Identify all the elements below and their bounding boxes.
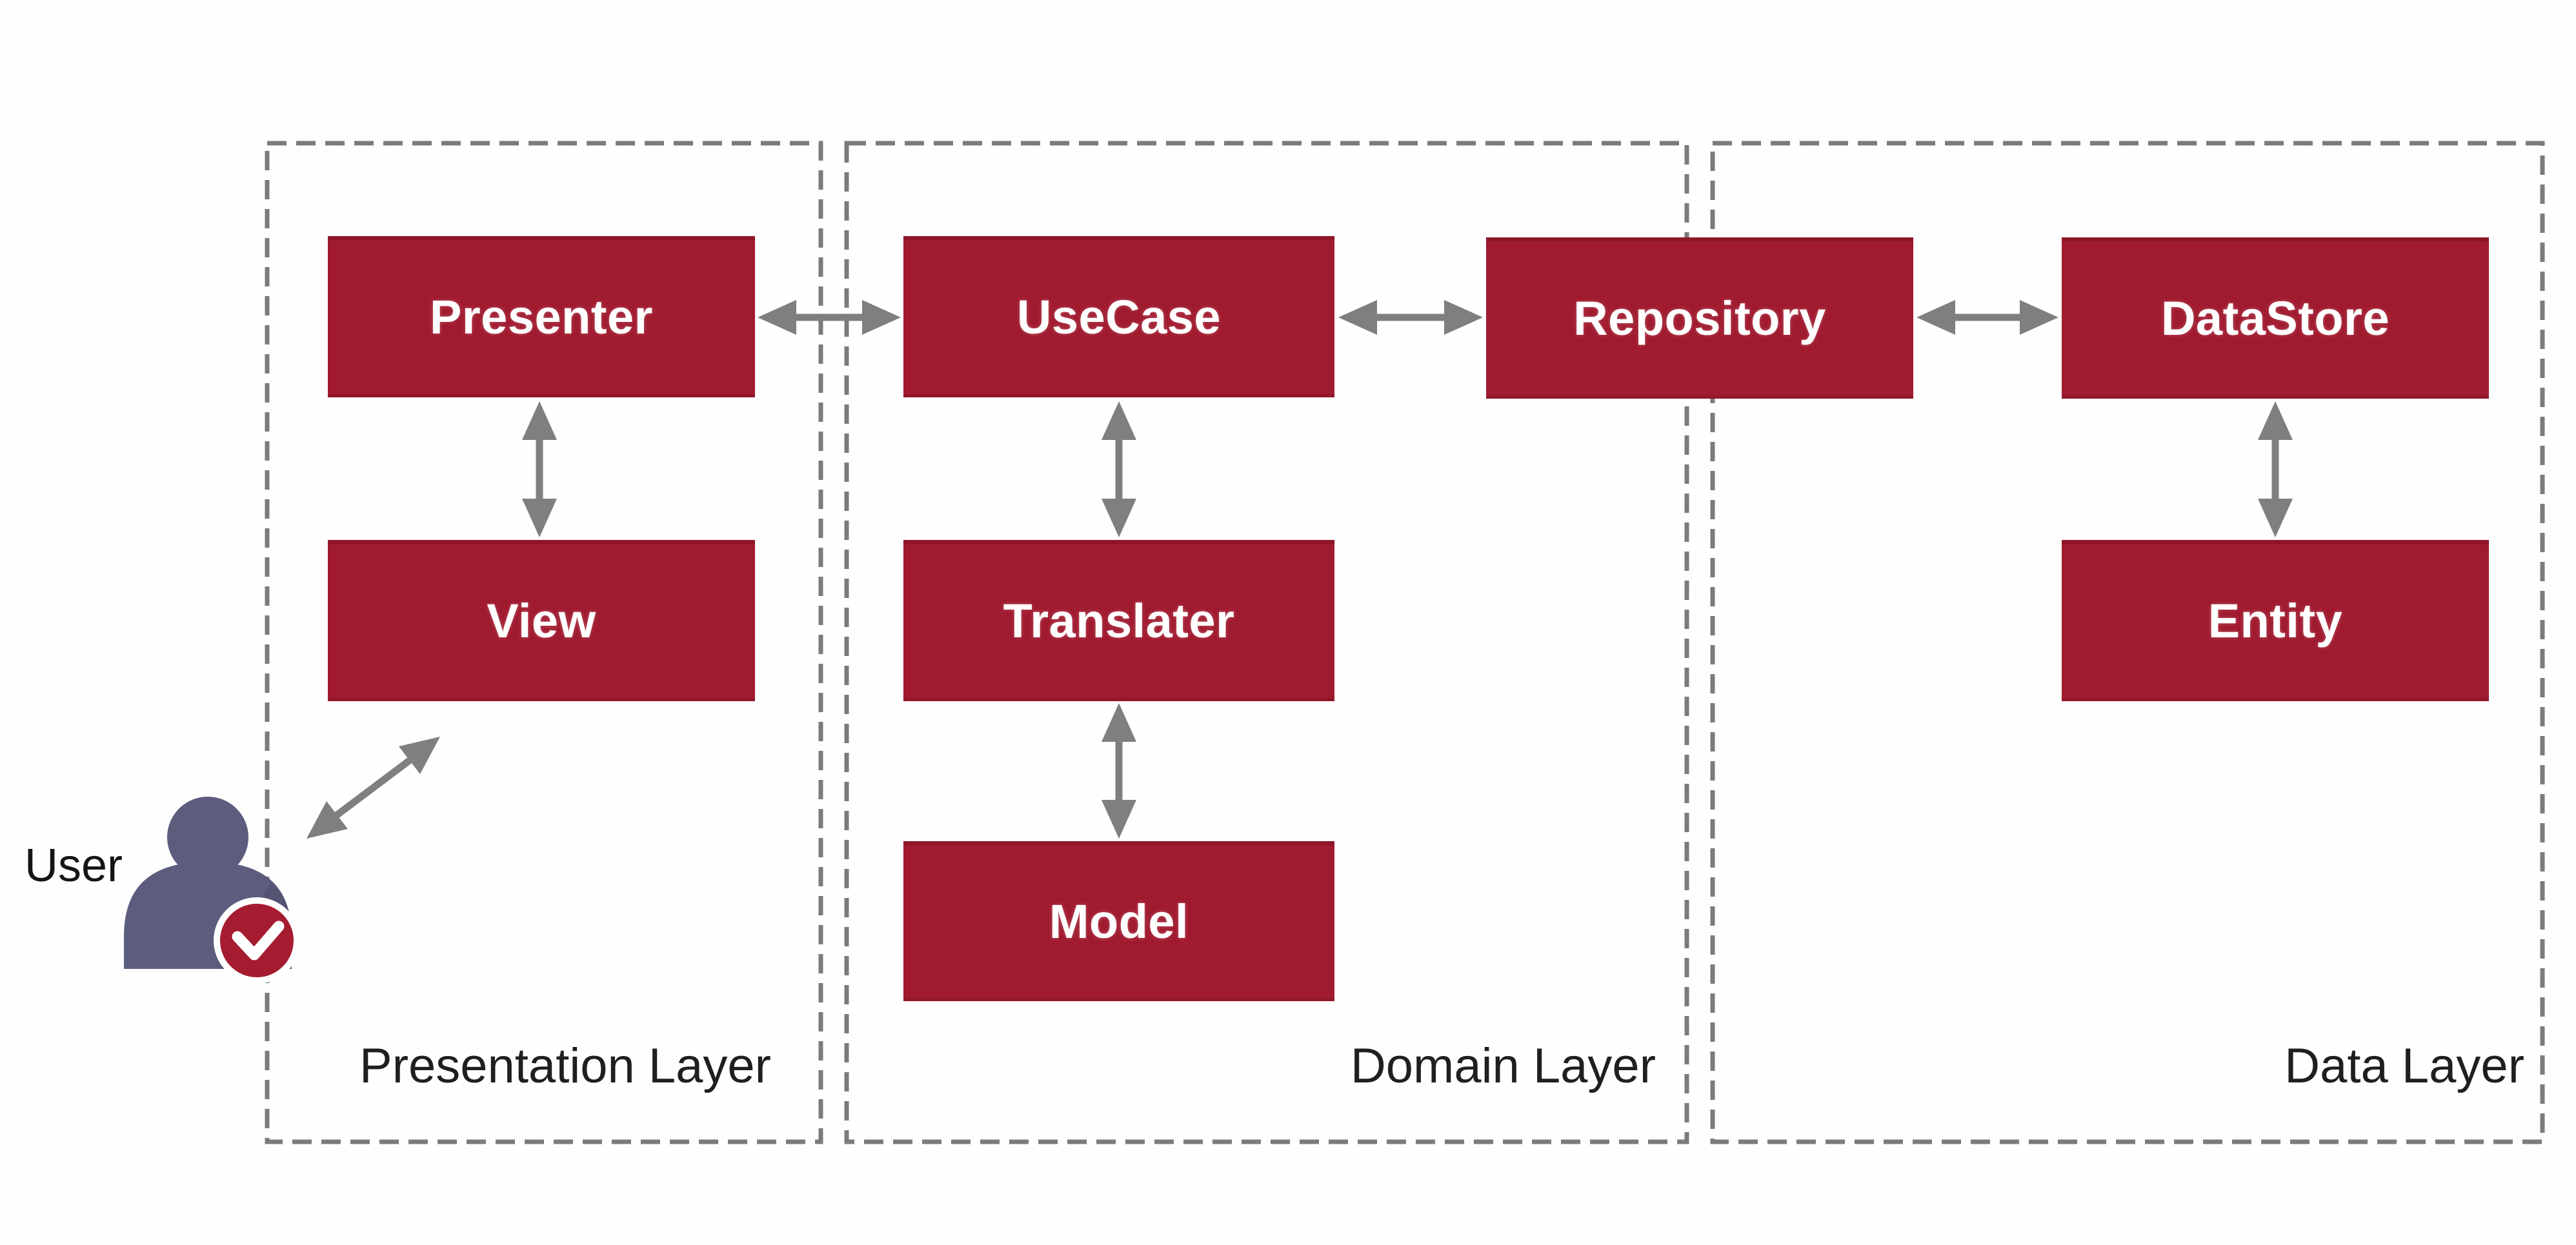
arrow-user-view xyxy=(307,737,440,839)
node-datastore: DataStore xyxy=(2062,237,2489,399)
node-repository-label: Repository xyxy=(1573,291,1826,345)
check-badge-icon xyxy=(214,897,300,984)
node-translater: Translater xyxy=(903,540,1334,701)
arrow-presenter-usecase xyxy=(758,300,901,335)
node-presenter: Presenter xyxy=(328,236,755,397)
arrow-repository-datastore xyxy=(1917,300,2058,335)
node-model: Model xyxy=(903,841,1334,1001)
arrow-usecase-translater xyxy=(1102,401,1136,537)
user-caption: User xyxy=(24,840,123,891)
node-entity-label: Entity xyxy=(2208,593,2343,648)
node-model-label: Model xyxy=(1049,894,1189,948)
domain-layer-caption: Domain Layer xyxy=(1350,1039,1656,1093)
data-layer-boundary xyxy=(1710,141,2545,1144)
node-translater-label: Translater xyxy=(1003,593,1235,648)
arrow-presenter-view xyxy=(522,401,557,537)
node-view-label: View xyxy=(487,593,596,648)
node-datastore-label: DataStore xyxy=(2160,291,2390,345)
node-usecase-label: UseCase xyxy=(1016,290,1222,344)
presentation-layer-caption: Presentation Layer xyxy=(359,1039,771,1093)
arrow-translater-model xyxy=(1102,703,1136,839)
domain-layer-boundary xyxy=(844,141,1689,1144)
node-entity: Entity xyxy=(2062,540,2489,701)
arrow-usecase-repository xyxy=(1338,300,1483,335)
node-usecase: UseCase xyxy=(903,236,1334,397)
node-view: View xyxy=(328,540,755,701)
node-repository: Repository xyxy=(1486,237,1913,399)
data-layer-caption: Data Layer xyxy=(2284,1039,2524,1093)
node-presenter-label: Presenter xyxy=(430,290,653,344)
arrow-datastore-entity xyxy=(2258,401,2293,537)
presentation-layer-boundary xyxy=(265,141,823,1144)
